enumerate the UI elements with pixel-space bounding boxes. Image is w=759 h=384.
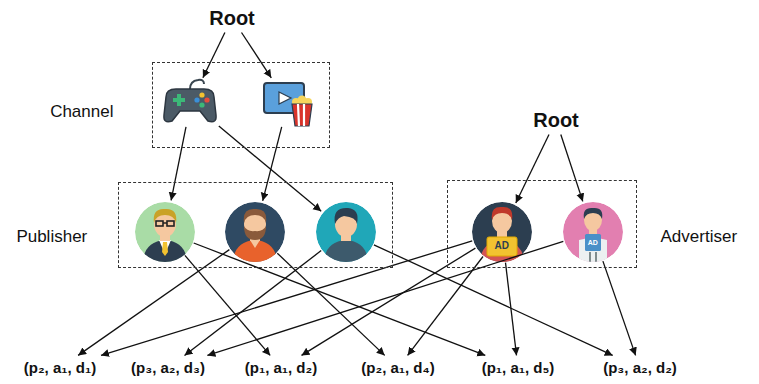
tuple-node: (p₂, a₁, d₄) [357,357,438,378]
advertiser-icon: AD [472,202,532,262]
channel-group: Channel [152,62,330,148]
publisher-avatar [225,202,285,264]
node-label: (p₃, a₂, d₂) [603,359,677,376]
node-label: Root [209,7,255,30]
publisher-icon [135,202,195,262]
group-label: Publisher [16,227,87,247]
arrow-connector [516,135,549,204]
arrow-connector [263,127,282,201]
tuple-node: (p₁, a₁, d₅) [478,357,559,378]
arrow-connector [242,33,272,78]
publisher-avatar [135,202,195,264]
arrow-connector [506,263,517,356]
arrow-connector [207,241,563,355]
movie-icon [264,83,312,126]
sign-text: AD [495,241,509,251]
advertiser-icon: AD [563,202,623,262]
node-label: (p₂, a₁, d₁) [24,359,96,376]
channel-icon [262,80,314,126]
tuple-node: (p₂, a₁, d₁) [20,357,100,378]
tuple-node: (p₃, a₂, d₂) [599,357,681,378]
sign-text: AD [588,239,598,246]
tuple-node: (p₁, a₁, d₂) [241,357,321,378]
node-label: Root [533,109,579,132]
publisher-icon [316,202,376,262]
arrow-connector [374,245,613,356]
group-label: Advertiser [661,227,738,247]
root-node: Root [529,107,583,134]
arrow-connector [219,126,321,211]
channel-icon [164,80,218,126]
group-label: Channel [50,102,113,122]
arrow-connector [171,127,186,201]
publisher-avatar [316,202,376,264]
node-label: (p₃, a₂, d₃) [131,359,205,376]
node-label: (p₁, a₁, d₂) [245,359,317,376]
arrow-connector [185,251,322,356]
advertiser-avatar [563,202,623,264]
publisher-icon [225,202,285,262]
arrow-connector [194,243,486,355]
root-node: Root [205,5,259,32]
node-label: (p₂, a₁, d₄) [361,359,434,376]
gamepad-icon [164,80,216,122]
tuple-node: (p₃, a₂, d₃) [127,357,209,378]
arrow-connector [561,135,583,202]
arrow-connector [185,255,270,355]
publisher-group: Publisher [118,182,393,268]
arrow-connector [603,261,636,355]
advertiser-group: AdvertiserADAD [447,180,637,268]
node-label: (p₁, a₁, d₅) [482,359,555,376]
arrow-connector [203,33,225,78]
arrow-connector [101,241,472,356]
